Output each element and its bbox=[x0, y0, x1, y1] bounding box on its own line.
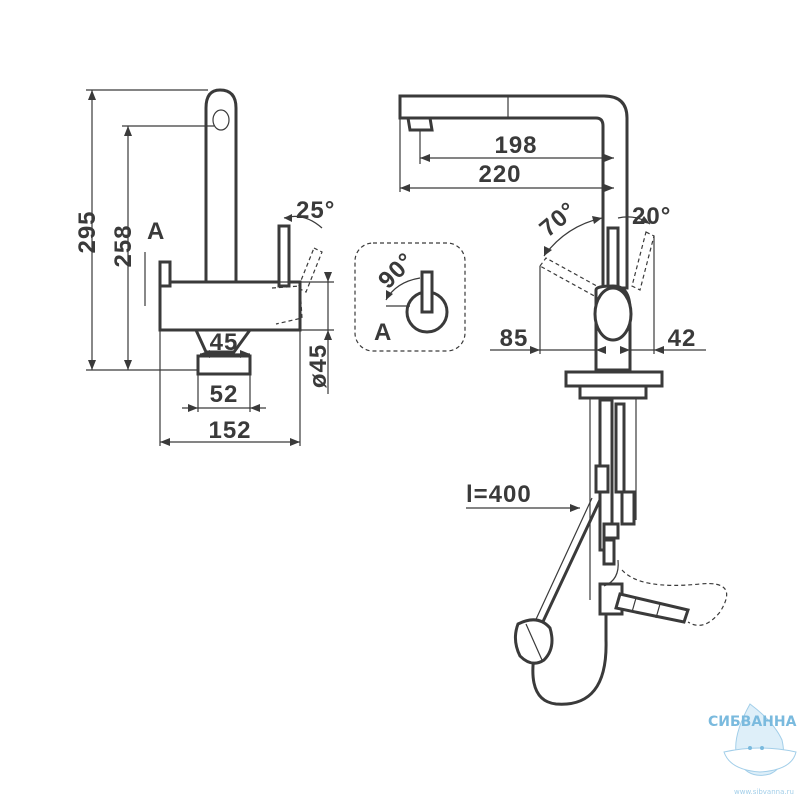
dim-diameter-45: ø45 bbox=[305, 344, 332, 388]
label-a-detail: A bbox=[374, 319, 392, 346]
dim-220: 220 bbox=[478, 161, 521, 188]
angle-25: 25° bbox=[296, 197, 335, 224]
dim-52: 52 bbox=[210, 381, 239, 408]
detail-frame bbox=[354, 242, 466, 352]
side-handle-rotated-left bbox=[539, 257, 605, 299]
side-base-plate bbox=[564, 370, 664, 388]
detail-view-a: 90° A bbox=[354, 242, 466, 352]
dim-42: 42 bbox=[668, 325, 697, 352]
dim-45: 45 bbox=[210, 329, 239, 356]
side-spout bbox=[398, 94, 629, 290]
dim-hose-length: l=400 bbox=[466, 481, 532, 508]
front-right-handle-rotated bbox=[297, 247, 323, 293]
side-hose-connector bbox=[594, 464, 610, 494]
front-right-handle-lever bbox=[277, 224, 291, 288]
front-spout-column bbox=[204, 88, 238, 292]
front-mixer-body bbox=[158, 280, 302, 332]
watermark-url: www.sibvanna.ru bbox=[734, 788, 794, 796]
side-view: 198 220 70° 20° 85 42 bbox=[398, 94, 728, 706]
front-spout-tip bbox=[212, 109, 230, 131]
label-a-front: A bbox=[147, 218, 165, 245]
front-view: 295 258 A 25° 45 52 152 bbox=[74, 88, 335, 446]
front-base-foot bbox=[196, 354, 252, 376]
side-fitting-top bbox=[602, 522, 620, 540]
angle-20: 20° bbox=[632, 203, 671, 230]
watermark-logo: СИБВАННА www.sibvanna.ru bbox=[708, 703, 797, 796]
angle-90: 90° bbox=[373, 247, 420, 294]
side-side-fitting bbox=[614, 592, 690, 624]
dim-258: 258 bbox=[110, 224, 137, 267]
side-handle-rotated-right bbox=[631, 231, 655, 291]
side-aerator bbox=[406, 116, 434, 132]
detail-handle-lever bbox=[420, 270, 434, 314]
angle-70: 70° bbox=[535, 197, 582, 243]
front-base-neck bbox=[193, 328, 253, 354]
front-right-cartridge-dashed bbox=[271, 285, 303, 325]
dim-152: 152 bbox=[208, 417, 251, 444]
side-handle-lever bbox=[606, 226, 620, 292]
dim-295: 295 bbox=[74, 210, 101, 253]
dim-85: 85 bbox=[500, 325, 529, 352]
watermark-brand: СИБВАННА bbox=[708, 714, 797, 730]
front-left-handle-lever bbox=[158, 260, 172, 288]
dim-198: 198 bbox=[494, 132, 537, 159]
